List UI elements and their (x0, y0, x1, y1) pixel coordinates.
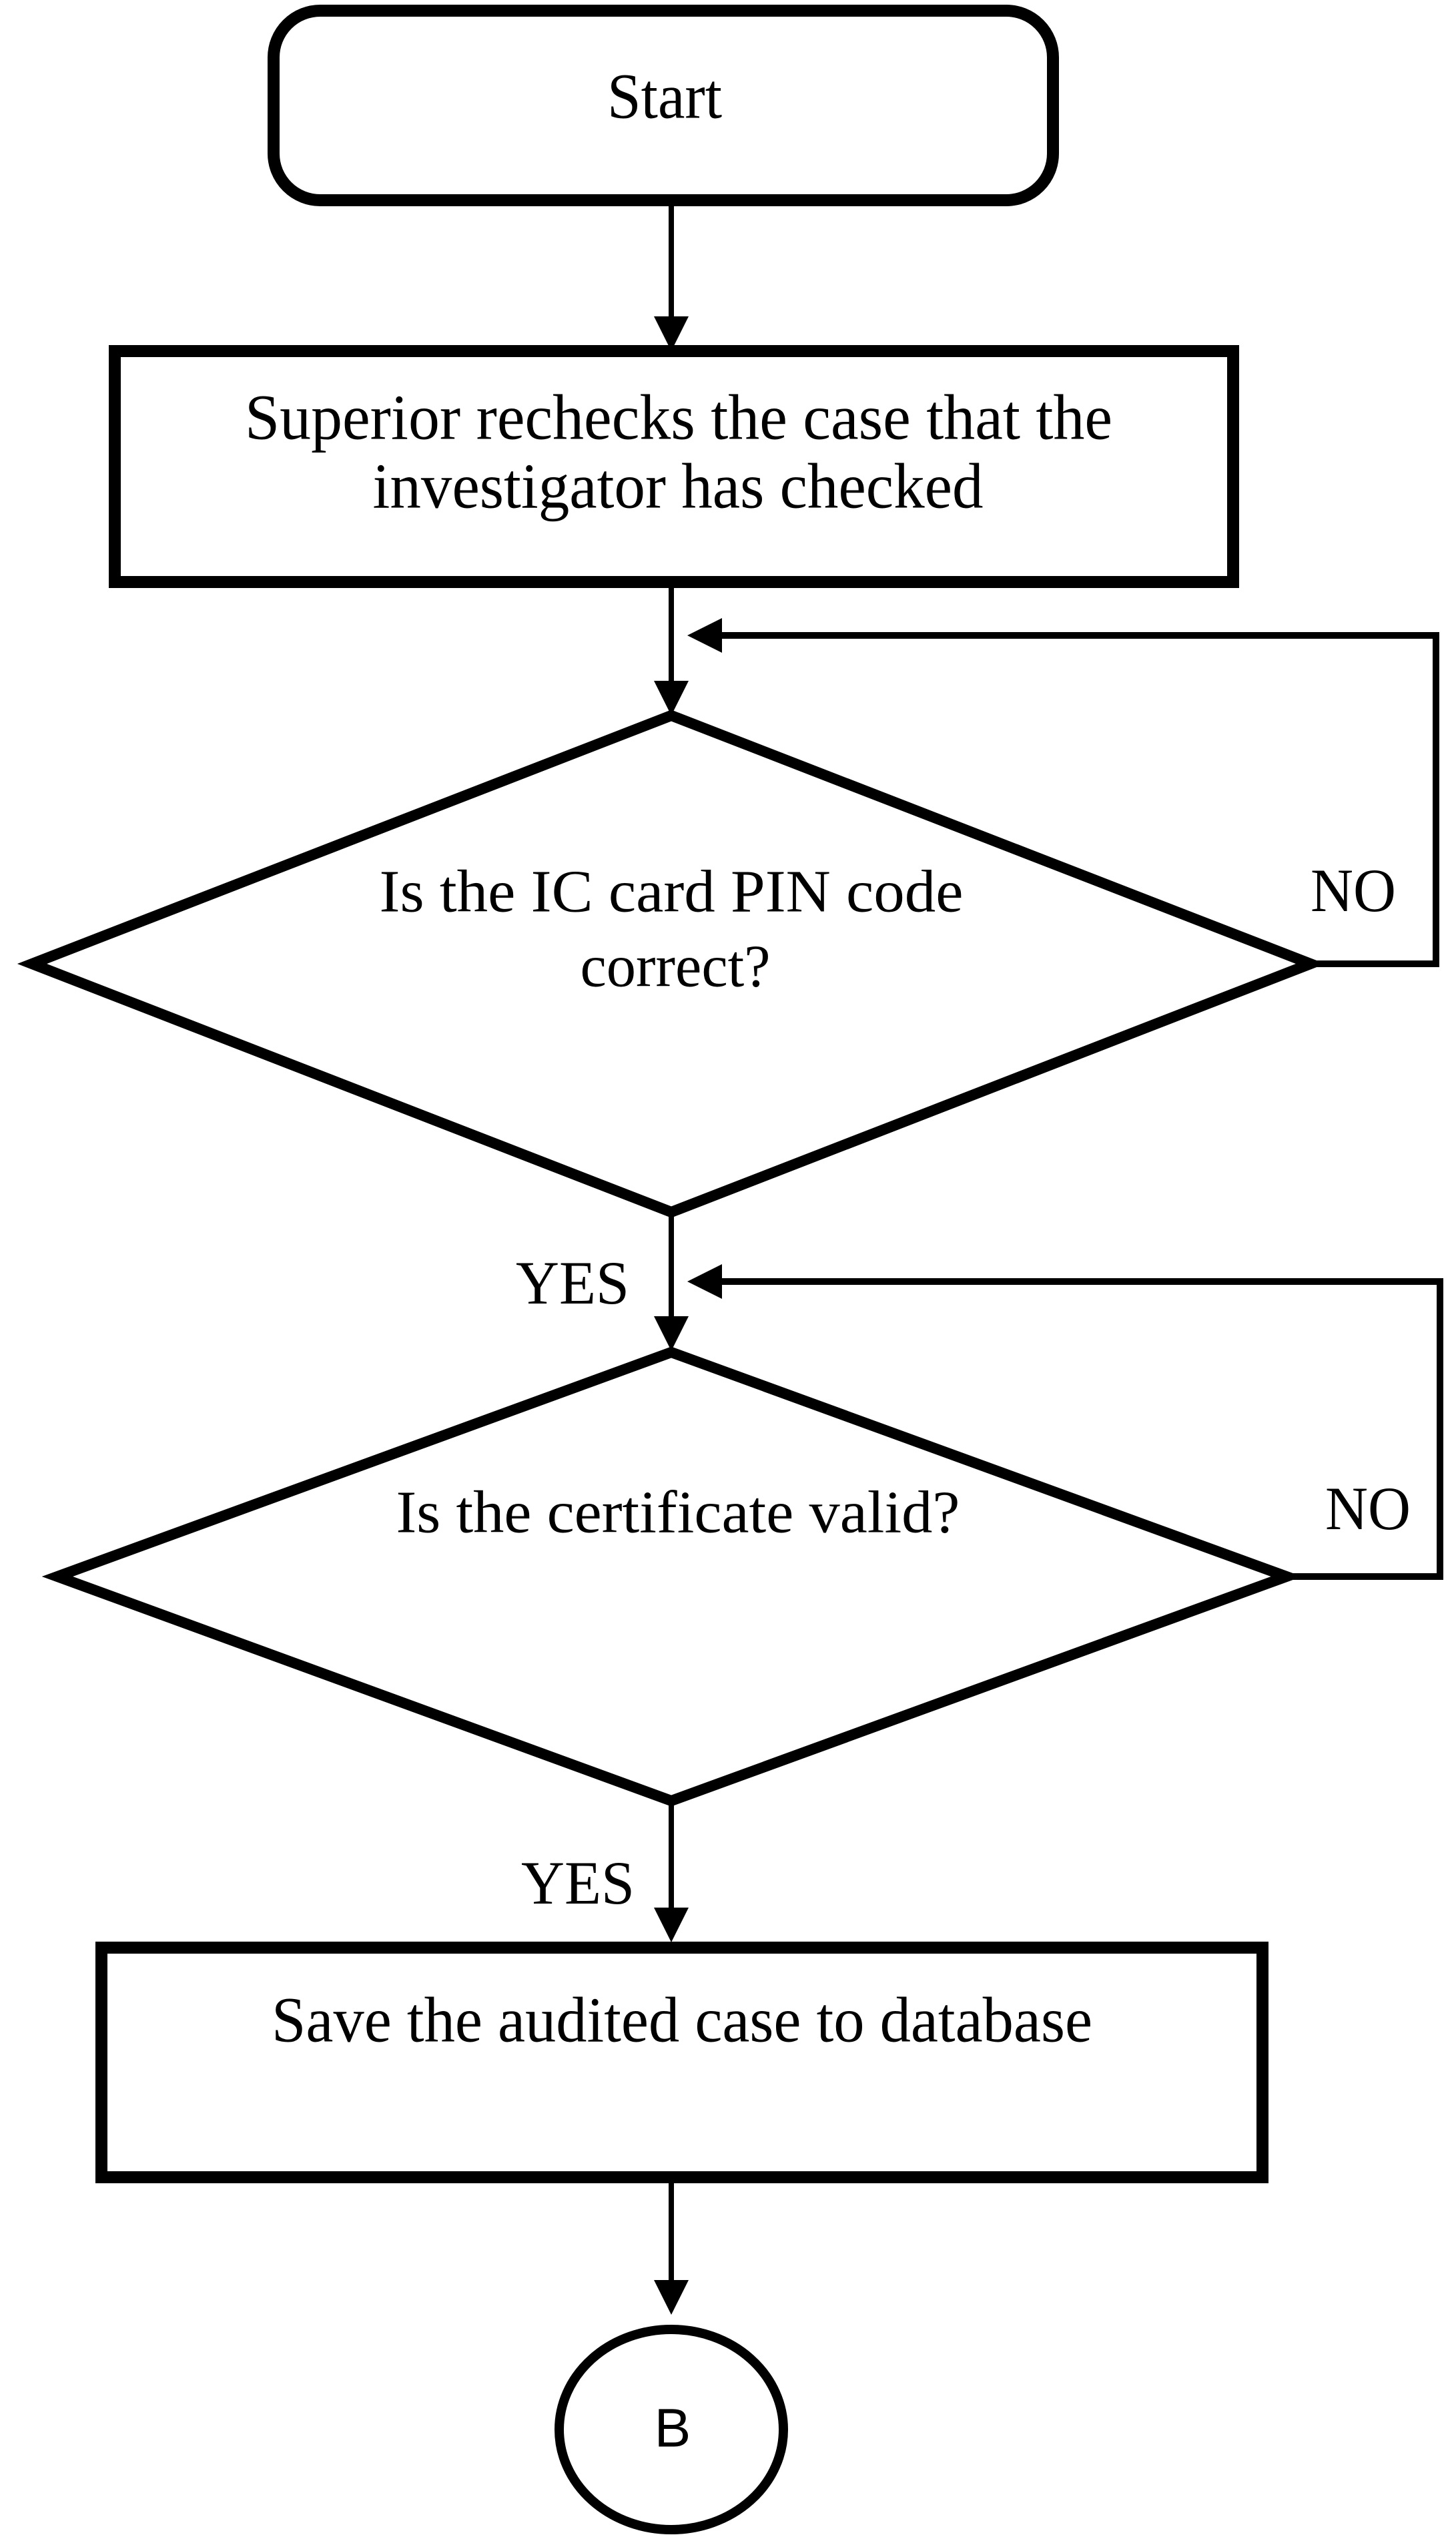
connector-certificate-yes-to-save (654, 1801, 689, 1942)
start-terminator-shape (268, 5, 1059, 206)
arrowhead-down-icon (654, 2280, 689, 2315)
connector-recheck-to-pin-decision (654, 582, 689, 716)
connector-start-to-recheck (654, 200, 689, 351)
process-label: Save the audited case to database (272, 1984, 1092, 2056)
node-save-case: Save the audited case to database (95, 1942, 1268, 2183)
process-shape (109, 345, 1239, 588)
arrowhead-left-icon (687, 618, 722, 653)
process-label-line1: Superior rechecks the case that the (245, 382, 1112, 453)
decision-diamond-shape (17, 710, 1326, 1218)
arrowhead-down-icon (654, 1908, 689, 1942)
edge-label-certificate-no: NO (1325, 1474, 1411, 1542)
node-certificate-decision: Is the certificate valid? (41, 1346, 1303, 1807)
start-label: Start (607, 61, 722, 132)
decision-label-line2: correct? (581, 934, 771, 1000)
connector-label: B (655, 2398, 691, 2459)
edge-label-pin-yes: YES (516, 1249, 629, 1317)
edge-label-certificate-yes: YES (521, 1849, 635, 1917)
connector-pin-no-loopback (687, 618, 1439, 967)
connector-save-to-b (654, 2177, 689, 2315)
decision-label: Is the certificate valid? (396, 1480, 960, 1546)
node-superior-recheck: Superior rechecks the case that the inve… (109, 345, 1239, 588)
arrowhead-left-icon (687, 1264, 722, 1299)
node-start: Start (268, 5, 1059, 206)
decision-label-line1: Is the IC card PIN code (380, 859, 964, 925)
arrowhead-down-icon (654, 316, 689, 351)
decision-diamond-shape (41, 1346, 1303, 1807)
connector-certificate-no-loopback (687, 1264, 1443, 1580)
edge-label-pin-no: NO (1311, 856, 1396, 924)
arrowhead-down-icon (654, 681, 689, 716)
process-label-line2: investigator has checked (373, 451, 984, 522)
loopback-line (722, 632, 1439, 967)
loopback-line (722, 1278, 1443, 1580)
connector-circle-shape (555, 2325, 788, 2534)
node-pin-decision: Is the IC card PIN code correct? (17, 710, 1326, 1218)
node-offpage-connector-b: B (555, 2325, 788, 2534)
arrowhead-down-icon (654, 1316, 689, 1351)
connector-pin-yes-to-certificate (654, 1212, 689, 1351)
process-shape (95, 1942, 1268, 2183)
